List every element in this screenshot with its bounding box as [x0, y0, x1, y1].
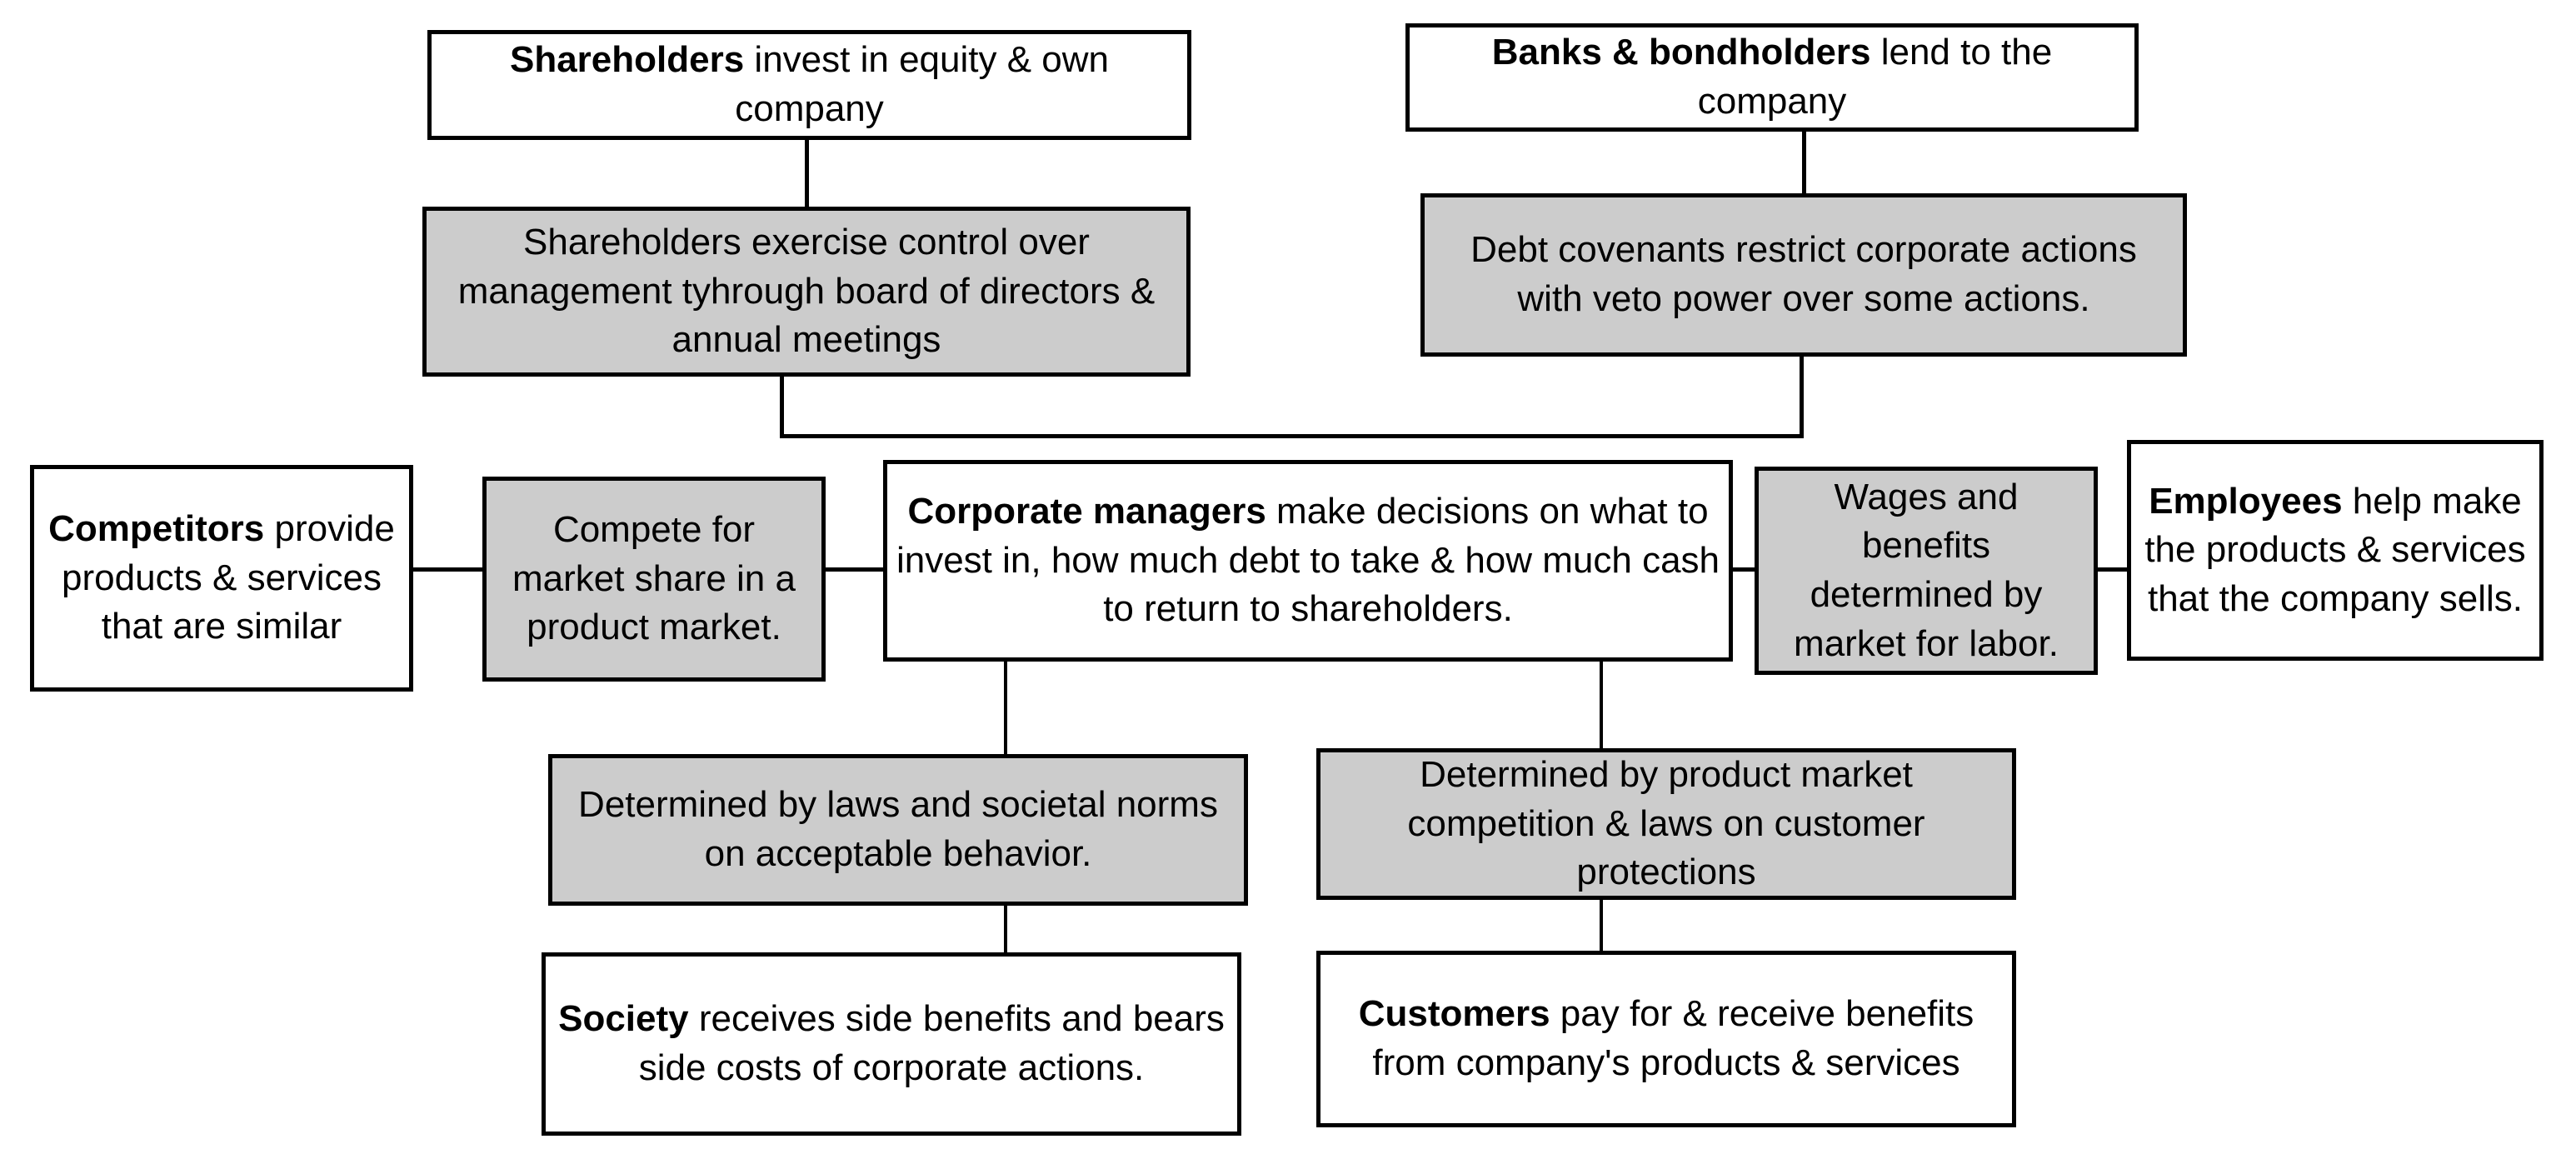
- edge-laws-to-society: [1004, 904, 1007, 954]
- node-product-market-competition[interactable]: Determined by product market competition…: [1316, 748, 2016, 900]
- node-shareholders-lead: Shareholders: [509, 39, 745, 81]
- node-compete-market-share-label: Compete for market share in a product ma…: [512, 509, 796, 648]
- node-banks-bondholders-rest: lend to the company: [1697, 32, 2053, 122]
- node-customers-rest: pay for & receive benefits from company'…: [1372, 993, 1974, 1083]
- node-shareholders[interactable]: Shareholders invest in equity & own comp…: [427, 30, 1191, 140]
- node-customers-lead: Customers: [1358, 993, 1550, 1035]
- node-society-label: Society receives side benefits and bears…: [554, 995, 1229, 1092]
- node-employees-rest: help make the products & services that t…: [2144, 480, 2526, 619]
- node-employees-lead: Employees: [2149, 480, 2343, 522]
- node-banks-bondholders-label: Banks & bondholders lend to the company: [1418, 28, 2126, 126]
- edge-managers-to-laws: [1004, 657, 1007, 756]
- node-competitors-lead: Competitors: [48, 508, 265, 550]
- edge-managers-to-wages: [1727, 567, 1760, 572]
- node-society[interactable]: Society receives side benefits and bears…: [542, 952, 1241, 1136]
- edge-competitors-to-compete: [411, 567, 486, 572]
- node-society-rest: receives side benefits and bears side co…: [638, 998, 1225, 1088]
- node-laws-societal-norms[interactable]: Determined by laws and societal norms on…: [548, 754, 1248, 906]
- edge-control-drop: [780, 377, 784, 437]
- edge-banks-to-covenants: [1802, 132, 1806, 197]
- edge-governance-bracket: [780, 434, 1804, 438]
- node-corporate-managers[interactable]: Corporate managers make decisions on wha…: [883, 460, 1733, 662]
- node-customers[interactable]: Customers pay for & receive benefits fro…: [1316, 951, 2016, 1127]
- node-corporate-managers-label: Corporate managers make decisions on wha…: [896, 487, 1720, 634]
- edge-product-market-to-customers: [1600, 898, 1603, 952]
- edge-wages-to-employees: [2094, 567, 2130, 572]
- node-competitors-rest: provide products & services that are sim…: [62, 508, 395, 647]
- node-wages-benefits[interactable]: Wages and benefits determined by market …: [1755, 467, 2098, 675]
- node-customers-label: Customers pay for & receive benefits fro…: [1329, 990, 2004, 1087]
- node-wages-benefits-label: Wages and benefits determined by market …: [1794, 476, 2059, 664]
- node-banks-bondholders[interactable]: Banks & bondholders lend to the company: [1405, 23, 2139, 132]
- node-competitors[interactable]: Competitors provide products & services …: [30, 465, 413, 692]
- node-debt-covenants[interactable]: Debt covenants restrict corporate action…: [1420, 193, 2187, 357]
- node-shareholder-control-label: Shareholders exercise control over manag…: [457, 222, 1156, 361]
- node-competitors-label: Competitors provide products & services …: [42, 505, 401, 652]
- node-shareholders-label: Shareholders invest in equity & own comp…: [440, 36, 1179, 133]
- edge-shareholders-to-control: [805, 138, 809, 207]
- node-product-market-competition-label: Determined by product market competition…: [1407, 754, 1925, 893]
- node-debt-covenants-label: Debt covenants restrict corporate action…: [1470, 229, 2137, 319]
- node-shareholder-control[interactable]: Shareholders exercise control over manag…: [422, 207, 1191, 377]
- node-corporate-managers-rest: make decisions on what to invest in, how…: [896, 491, 1720, 630]
- node-employees[interactable]: Employees help make the products & servi…: [2127, 440, 2544, 661]
- edge-managers-to-product-market: [1600, 657, 1603, 750]
- node-laws-societal-norms-label: Determined by laws and societal norms on…: [578, 784, 1218, 874]
- edge-compete-to-managers: [821, 567, 886, 572]
- node-corporate-managers-lead: Corporate managers: [907, 491, 1266, 532]
- node-society-lead: Society: [558, 998, 689, 1040]
- node-shareholders-rest: invest in equity & own company: [735, 39, 1109, 129]
- node-employees-label: Employees help make the products & servi…: [2139, 477, 2531, 624]
- node-compete-market-share[interactable]: Compete for market share in a product ma…: [482, 477, 826, 682]
- edge-covenants-drop: [1800, 357, 1804, 437]
- node-banks-bondholders-lead: Banks & bondholders: [1491, 32, 1871, 73]
